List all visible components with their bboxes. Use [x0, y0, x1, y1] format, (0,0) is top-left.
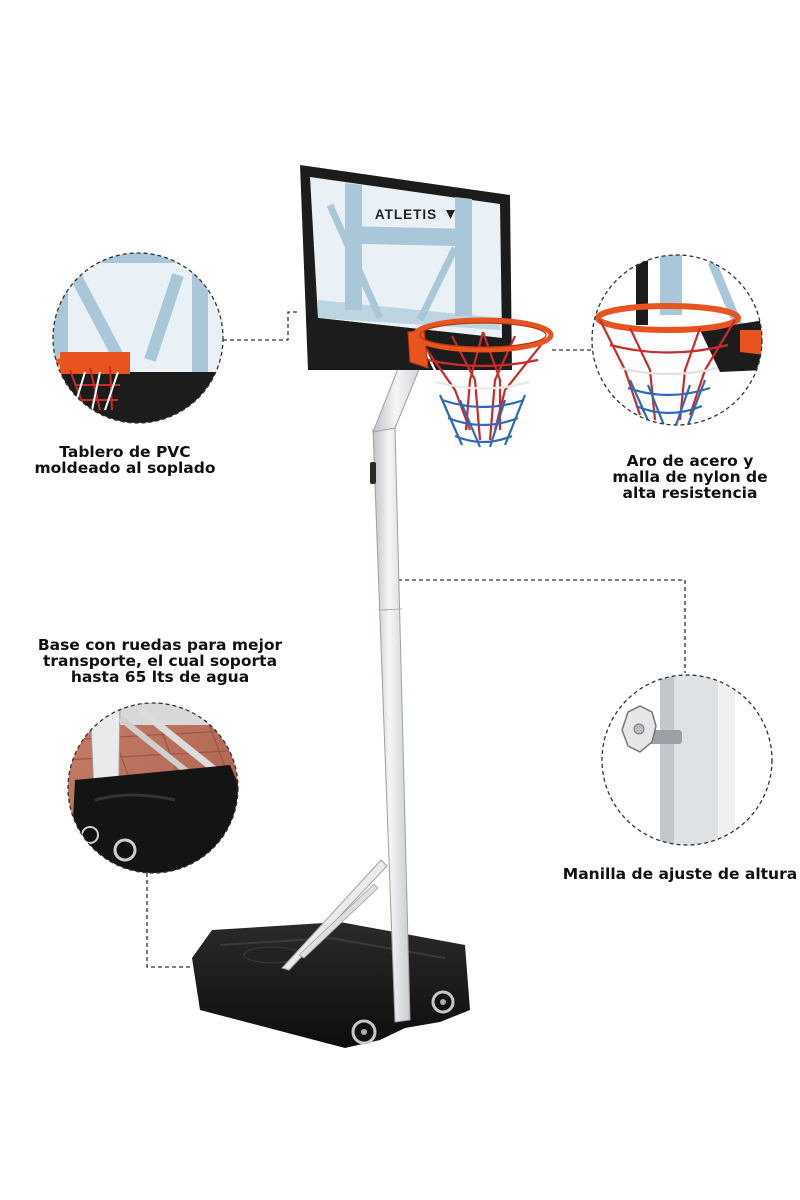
- rim: [407, 317, 554, 369]
- caption-rim: Aro de acero y malla de nylon de alta re…: [590, 453, 790, 501]
- leader-line-base: [146, 873, 192, 968]
- caption-line: Tablero de PVC: [59, 443, 191, 461]
- logo-mark-icon: [446, 210, 455, 219]
- leader-line-handle: [398, 579, 686, 673]
- backboard-closeup-icon: [52, 252, 224, 424]
- brand-logo: ATLETIS: [375, 207, 437, 222]
- support-brace: [281, 859, 388, 971]
- caption-line: moldeado al soplado: [34, 459, 216, 477]
- leader-line-backboard: [223, 311, 300, 341]
- wheel-right: [431, 990, 455, 1014]
- caption-line: hasta 65 lts de agua: [70, 668, 250, 686]
- leader-lines: [146, 311, 686, 968]
- caption-line: Aro de acero y: [626, 452, 754, 470]
- caption-line: Base con ruedas para mejor: [37, 636, 283, 654]
- caption-base: Base con ruedas para mejor transporte, e…: [20, 637, 300, 685]
- rim-closeup-icon: [591, 254, 763, 426]
- water-base: [192, 922, 470, 1048]
- caption-line: transporte, el cual soporta: [42, 652, 278, 670]
- basketball-stand: ATLETIS: [192, 165, 554, 1048]
- caption-handle: Manilla de ajuste de altura: [560, 866, 800, 882]
- wheel-left: [351, 1019, 377, 1045]
- caption-line: alta resistencia: [622, 484, 758, 502]
- handle-closeup-icon: [601, 674, 773, 846]
- caption-backboard: Tablero de PVC moldeado al soplado: [20, 444, 230, 476]
- base-closeup-icon: [67, 702, 239, 874]
- caption-line: malla de nylon de: [612, 468, 768, 486]
- caption-line: Manilla de ajuste de altura: [562, 865, 798, 883]
